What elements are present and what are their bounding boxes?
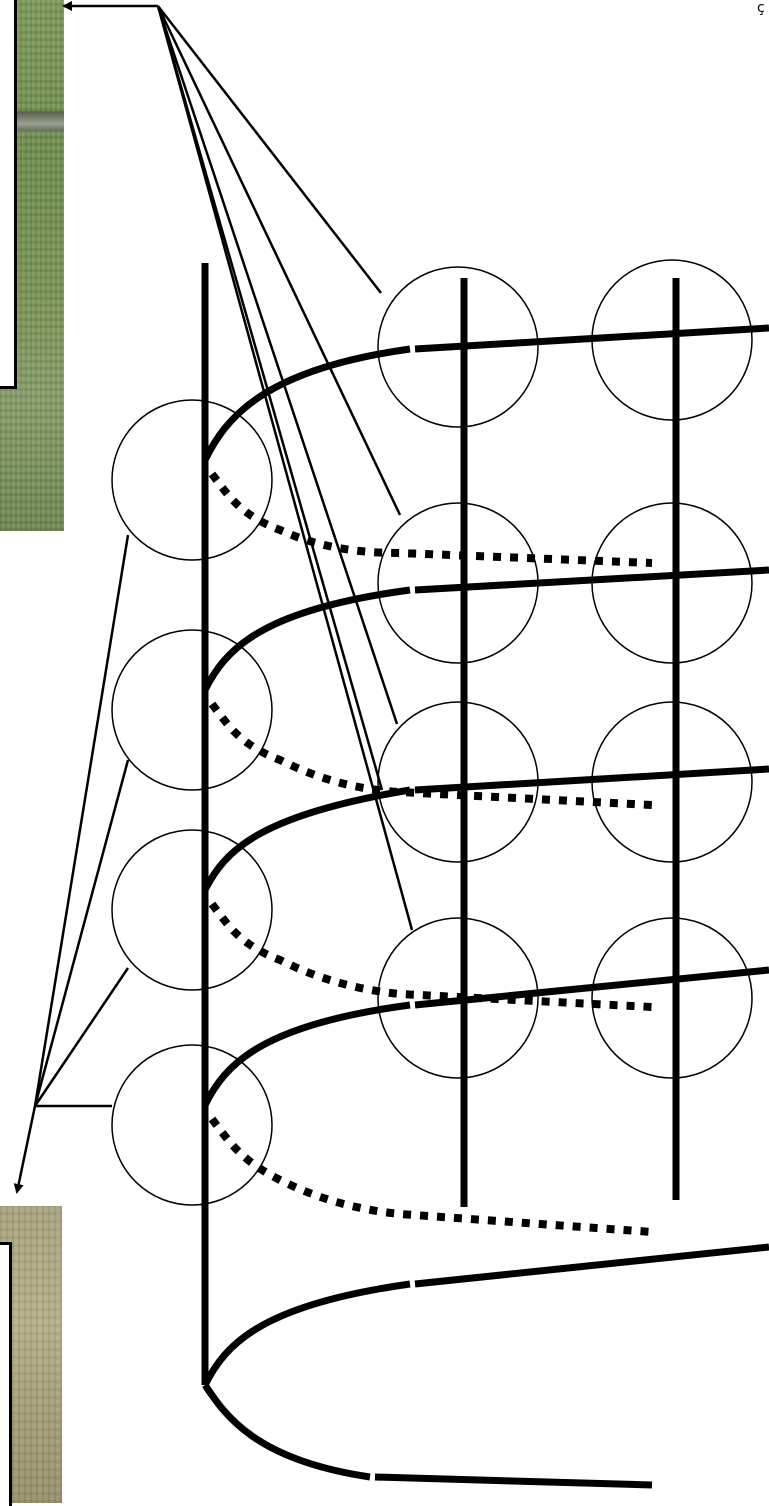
node-circle-right-4	[592, 918, 752, 1078]
callout-line-bottom-1	[35, 535, 128, 1106]
callout-group-top	[64, 6, 412, 930]
node-circle-left-2	[112, 630, 272, 790]
callout-line-top-1	[158, 6, 381, 293]
callout-arrow-bottom	[17, 1106, 35, 1192]
dashed-branch-4	[212, 1119, 652, 1232]
node-circle-left-1	[112, 400, 272, 560]
node-circle-left-3	[112, 830, 272, 990]
solid-branch-1	[205, 328, 769, 460]
node-circle-right-3	[592, 702, 752, 862]
callout-line-bottom-3	[35, 968, 128, 1106]
callout-group-bottom	[17, 535, 128, 1192]
solid-branch-6	[205, 1385, 652, 1485]
callout-line-bottom-2	[35, 760, 128, 1106]
callout-line-top-3	[158, 6, 397, 724]
callout-line-top-5	[158, 6, 382, 790]
solid-branch-5	[205, 1247, 769, 1385]
solid-branch-2	[205, 570, 769, 690]
dashed-branch-1	[212, 474, 652, 563]
callout-line-top-2	[158, 6, 400, 515]
solid-branch-3	[205, 769, 769, 890]
node-circle-right-2	[592, 503, 752, 663]
callout-line-top-4	[158, 6, 412, 930]
node-circle-left-4	[112, 1045, 272, 1205]
solid-branch-4	[205, 970, 769, 1105]
